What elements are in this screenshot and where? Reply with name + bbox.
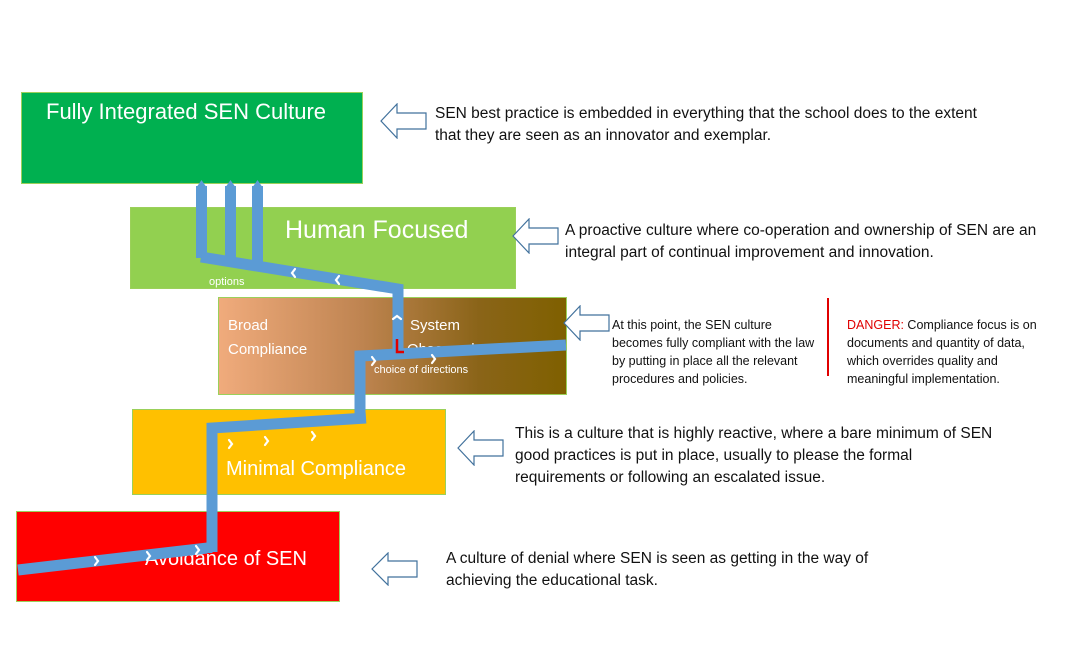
danger-divider: [827, 298, 829, 376]
level-avoidance: Avoidance of SEN: [16, 511, 340, 602]
level-title-broad-line2: Compliance: [228, 341, 308, 358]
danger-note: DANGER: Compliance focus is on documents…: [847, 316, 1047, 388]
level-minimal-compliance: Minimal Compliance: [132, 409, 446, 495]
choice-of-directions-label: choice of directions: [374, 364, 469, 376]
options-label: options: [209, 276, 245, 288]
left-block-arrow-icon: [512, 218, 559, 254]
level-title: Human Focused: [285, 216, 469, 244]
danger-label: DANGER:: [847, 318, 904, 332]
left-block-arrow-icon: [457, 430, 504, 466]
level-human-focused: Human Focused: [130, 207, 516, 289]
description-fully-integrated: SEN best practice is embedded in everyth…: [435, 105, 977, 144]
description-human-focused: A proactive culture where co-operation a…: [565, 222, 1037, 261]
level-compliance: Broad Compliance System Obsessed: [218, 297, 567, 395]
level-title-system-line1: System: [410, 317, 461, 334]
description-minimal-compliance: This is a culture that is highly reactiv…: [515, 425, 993, 486]
level-title: Avoidance of SEN: [145, 548, 307, 570]
description-avoidance: A culture of denial where SEN is seen as…: [446, 550, 869, 589]
left-block-arrow-icon: [371, 552, 418, 586]
left-block-arrow-icon: [563, 305, 610, 341]
level-title: Fully Integrated SEN Culture: [46, 99, 327, 124]
level-title-system-line2: Obsessed: [407, 341, 475, 358]
description-compliance: At this point, the SEN culture becomes f…: [612, 318, 815, 386]
danger-text: Compliance focus is on documents and qua…: [847, 318, 1037, 386]
level-title: Minimal Compliance: [226, 458, 407, 480]
left-block-arrow-icon: [380, 103, 427, 139]
level-fully-integrated: Fully Integrated SEN Culture: [21, 92, 363, 184]
level-title-broad-line1: Broad: [228, 317, 269, 334]
